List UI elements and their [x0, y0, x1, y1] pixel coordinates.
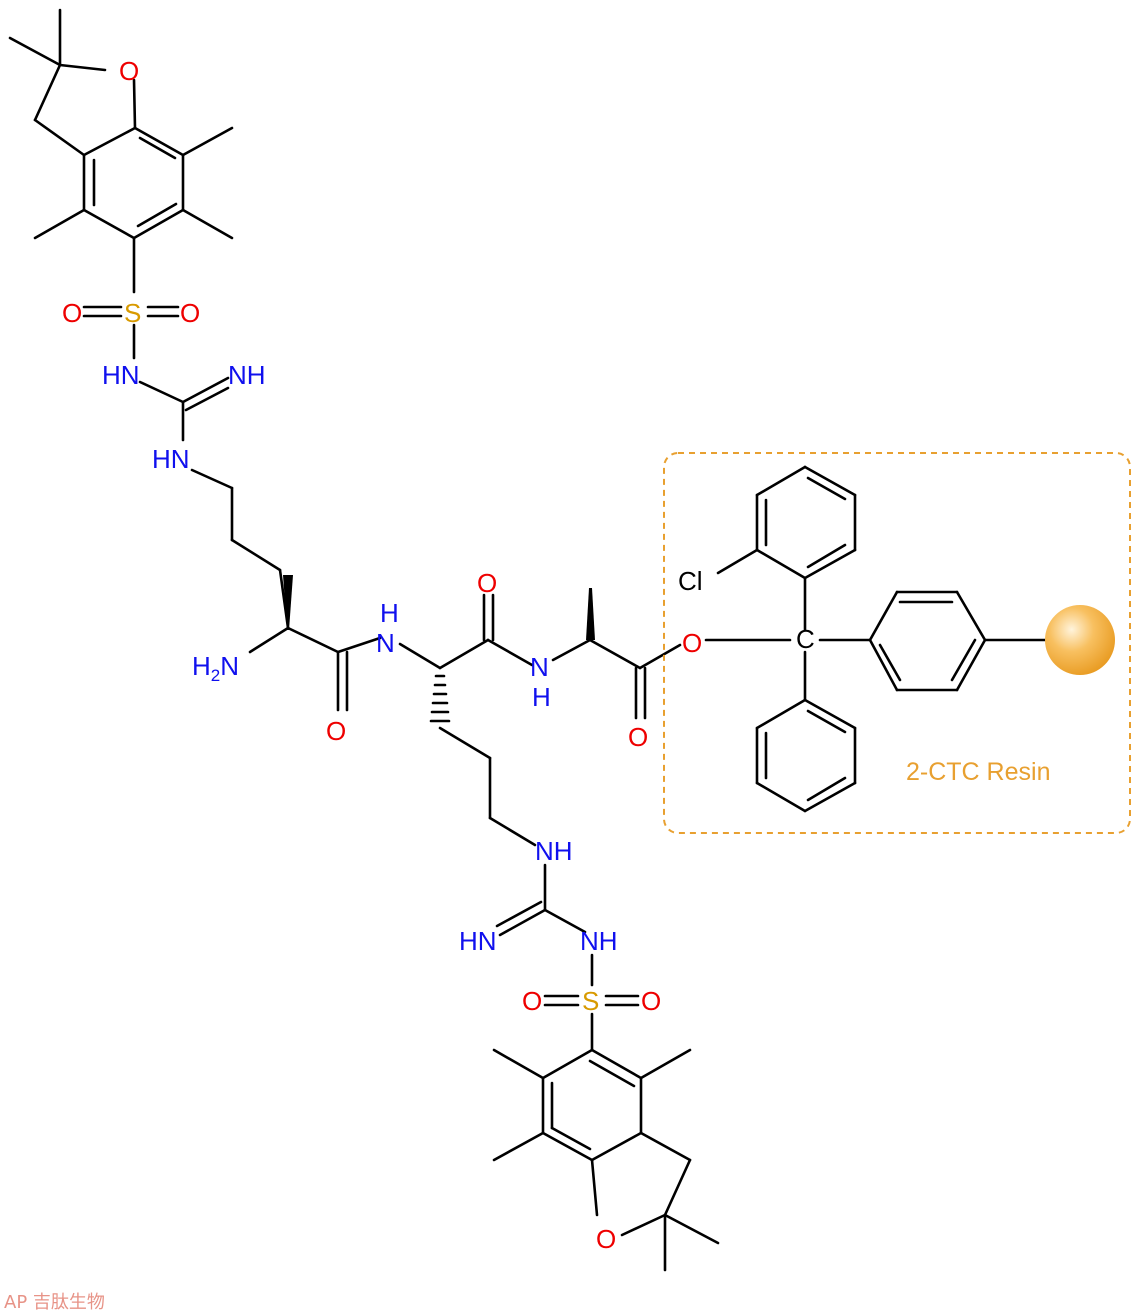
pbf-group-top: O: [8, 8, 234, 294]
nh-group: HN: [152, 444, 190, 474]
oxygen-atom: O: [596, 1224, 616, 1254]
amide-nh-1: H N: [376, 598, 399, 658]
h-atom: H: [532, 682, 551, 712]
nh-group: NH: [580, 926, 618, 956]
resin-bead: [1045, 605, 1115, 675]
sulfonyl-bottom: S O O: [522, 986, 661, 1052]
sulfur-atom: S: [124, 298, 141, 328]
amide-nh-2: N H: [530, 652, 551, 712]
amine-group: H2N: [192, 651, 239, 685]
oxygen-atom: O: [641, 986, 661, 1016]
oxygen-atom: O: [180, 298, 200, 328]
h-atom: H: [380, 598, 399, 628]
guanidine-bottom: NH HN NH: [459, 836, 618, 987]
imine-group: NH: [228, 360, 266, 390]
watermark-logo: AP 吉肽生物: [4, 1292, 105, 1313]
oxygen-atom: O: [62, 298, 82, 328]
nh-group: NH: [535, 836, 573, 866]
arginine-residue-1: H2N O: [192, 486, 382, 746]
n-atom: N: [530, 652, 549, 682]
arginine-residue-2: O: [398, 568, 537, 847]
oxygen-atom: O: [522, 986, 542, 1016]
pbf-group-bottom: O: [492, 1048, 720, 1272]
ctc-resin-region: C Cl 2-CTC R: [663, 452, 1131, 834]
sulfonyl-top: S O O: [62, 298, 200, 360]
resin-label: 2-CTC Resin: [906, 758, 1050, 786]
carbonyl-oxygen: O: [477, 568, 497, 598]
alanine-residue: O O: [551, 588, 702, 752]
carbonyl-oxygen: O: [326, 716, 346, 746]
nh-group: HN: [102, 360, 140, 390]
carbonyl-oxygen: O: [628, 722, 648, 752]
guanidine-top: HN NH HN: [102, 360, 266, 490]
imine-group: HN: [459, 926, 497, 956]
ester-oxygen: O: [682, 628, 702, 658]
oxygen-atom: O: [119, 56, 139, 86]
sulfur-atom: S: [582, 986, 599, 1016]
n-atom: N: [376, 628, 395, 658]
chlorine-atom: Cl: [678, 566, 703, 596]
trityl-carbon: C: [796, 624, 815, 654]
